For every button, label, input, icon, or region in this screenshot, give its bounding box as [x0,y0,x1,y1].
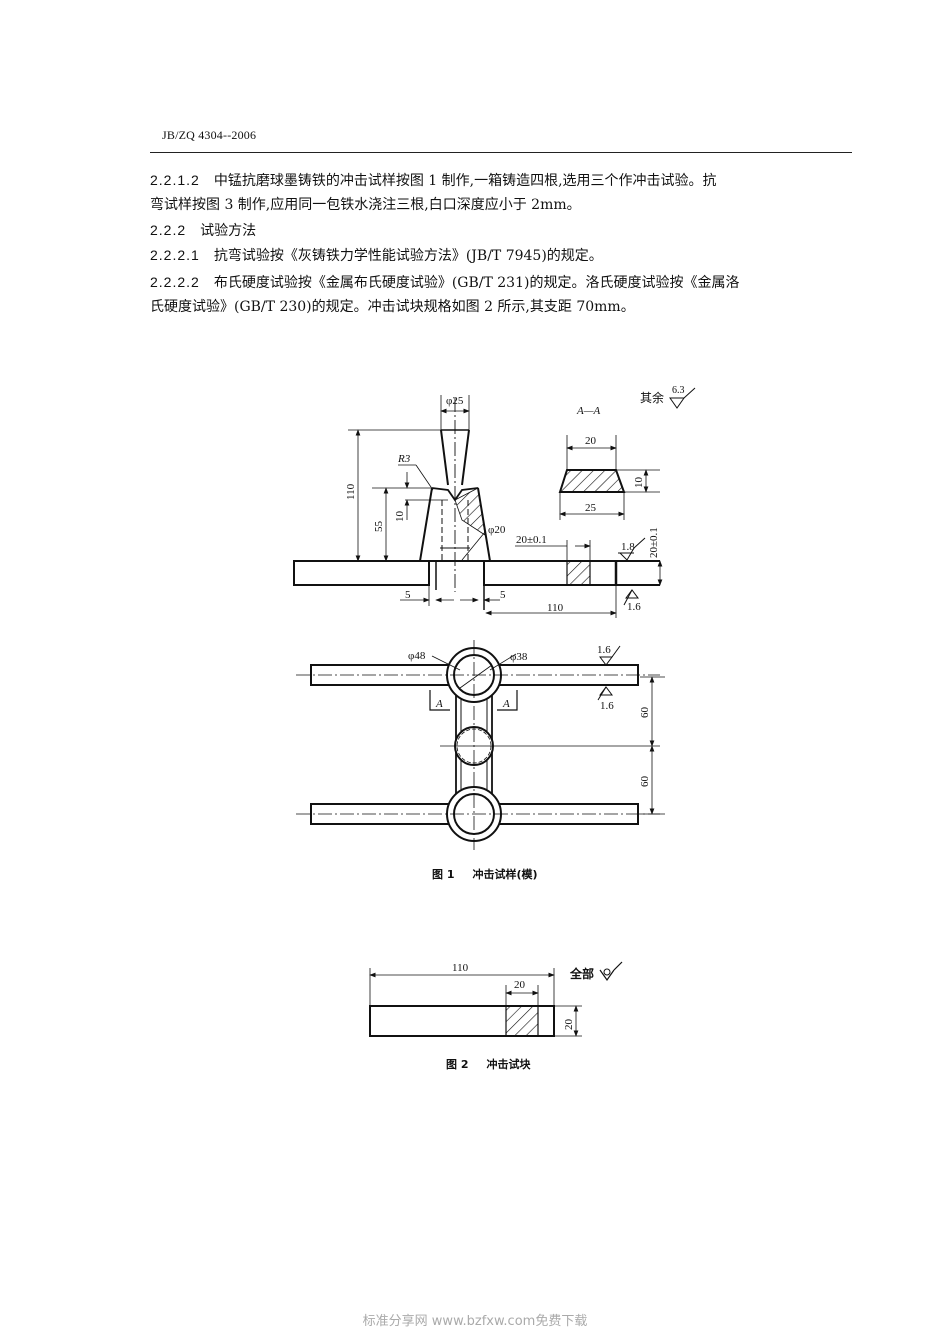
dim-h110: 110 [345,483,357,500]
section-label: A—A [576,405,601,417]
fig2-dim-height: 20 [563,1019,575,1031]
section-mark-right: A [502,698,510,710]
dim-len110: 110 [547,602,564,614]
roughness-1-6-a: 1.6 [627,601,641,613]
dim-h55: 55 [373,521,385,533]
paragraph-2-2-2-1: 2.2.2.1 抗弯试验按《灰铸铁力学性能试验方法》(JB/T 7945)的规定。 [150,243,850,268]
figure2-number: 图 2 [446,1058,469,1071]
dim-h20-tol: 20±0.1 [648,527,660,558]
fig2-roughness-note: 全部 [569,966,594,981]
figure1-title: 冲击试样(模) [472,868,538,881]
roughness-1-6-b: 1.6 [597,644,611,656]
section-mark-left: A [435,698,443,710]
figure1-number: 图 1 [432,868,455,881]
clause-number: 2.2.1.2 [150,172,200,188]
clause-text-line2: 弯试样按图 3 制作,应用同一包铁水浇注三根,白口深度应小于 2mm。 [150,197,581,213]
fig2-dim-length: 110 [452,962,469,974]
clause-text-line1: 中锰抗磨球墨铸铁的冲击试样按图 1 制作,一箱铸造四根,选用三个作冲击试验。抗 [213,173,717,189]
figure1-plan-view [296,640,665,850]
paragraph-2-2-2: 2.2.2 试验方法 [150,218,850,243]
dim-pitch60-b: 60 [639,776,651,788]
roughness-note-value: 6.3 [672,385,685,396]
dim-d25: φ25 [446,395,464,407]
dim-d20: φ20 [488,524,506,536]
header-divider [150,152,852,153]
dim-d48: φ48 [408,650,426,662]
dim-w20-tol: 20±0.1 [516,534,547,546]
roughness-1-6-c: 1.6 [600,700,614,712]
paragraph-2-2-2-2: 2.2.2.2 布氏硬度试验按《金属布氏硬度试验》(GB/T 231)的规定。洛氏… [150,270,850,319]
figure1-front-view [293,395,663,618]
fig2-dim-notch-width: 20 [514,979,526,991]
figure1-caption: 图 1 冲击试样(模) [432,866,538,882]
figure2-caption: 图 2 冲击试块 [446,1056,530,1072]
dim-h10: 10 [394,511,406,523]
dim-sec-height: 10 [633,477,645,489]
roughness-1-8: 1.8 [621,541,635,553]
clause-heading: 试验方法 [200,223,257,239]
clause-number: 2.2.2.1 [150,247,200,263]
figure1-front-labels: φ25 R3 110 55 10 φ20 20±0.1 20±0.1 5 5 1… [345,395,660,614]
clause-number: 2.2.2.2 [150,274,200,290]
watermark-footer: 标准分享网 www.bzfxw.com免费下载 [362,1314,588,1329]
dim-gap5-left: 5 [405,589,411,601]
dim-gap5-right: 5 [500,589,506,601]
dim-sec-top: 20 [585,435,597,447]
dim-d38: φ38 [510,651,528,663]
roughness-note-label: 其余 [640,390,664,405]
clause-number: 2.2.2 [150,222,187,238]
standard-code: JB/ZQ 4304--2006 [162,128,257,142]
dim-sec-bottom: 25 [585,502,597,514]
paragraph-2-2-1-2: 2.2.1.2 中锰抗磨球墨铸铁的冲击试样按图 1 制作,一箱铸造四根,选用三个作… [150,168,850,217]
dim-pitch60-a: 60 [639,707,651,719]
clause-text-line1: 布氏硬度试验按《金属布氏硬度试验》(GB/T 231)的规定。洛氏硬度试验按《金… [213,275,740,291]
dim-r3: R3 [397,453,411,465]
figure2-drawing [369,961,623,1037]
clause-text-line2: 氏硬度试验》(GB/T 230)的规定。冲击试块规格如图 2 所示,其支距 70… [150,299,635,315]
clause-text: 抗弯试验按《灰铸铁力学性能试验方法》(JB/T 7945)的规定。 [213,248,603,264]
figure2-title: 冲击试块 [486,1058,531,1071]
figure1-section-aa [558,387,696,520]
